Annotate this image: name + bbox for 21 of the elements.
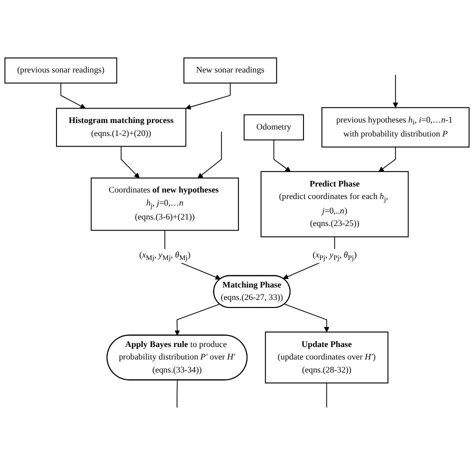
arrow (174, 304, 220, 336)
node-box: Predict Phase (predict coordinates for each h$_{j}$, j=0,..n) (eqns.(23-25)) (260, 171, 409, 238)
arrow (186, 82, 231, 110)
edge-label: (x$_{Pj}$, y$_{Pj}$, θ$_{Pj}$) (312, 250, 357, 262)
arrow (378, 146, 396, 172)
node-box: previous hypotheses h$_{i}$, i=0,…n-1 with probability distribution P (321, 107, 470, 148)
arrow (120, 146, 140, 178)
arrow (60, 82, 86, 109)
node-box: Coordinates of new hypotheses h$_{j}$, j=0,…n (eqns.(3-6)+(21)) (90, 178, 239, 231)
arrow (284, 304, 330, 332)
arrow (392, 74, 398, 108)
arrow (273, 140, 291, 172)
node-box: Update Phase (update coordinates over H′) (eqns.(28-32)) (264, 332, 388, 384)
node-box: Odometry (244, 114, 304, 140)
node-box: Histogram matching process (eqns.(1-2)+(20)) (56, 108, 186, 147)
node-box: (previous sonar readings) (4, 57, 118, 84)
connector (176, 380, 178, 408)
arrow (198, 131, 222, 178)
edge-label: (x$_{Mj}$, y$_{Mj}$, θ$_{Mj}$) (139, 250, 190, 262)
node-box: New sonar readings (183, 57, 278, 84)
connector (326, 382, 328, 408)
